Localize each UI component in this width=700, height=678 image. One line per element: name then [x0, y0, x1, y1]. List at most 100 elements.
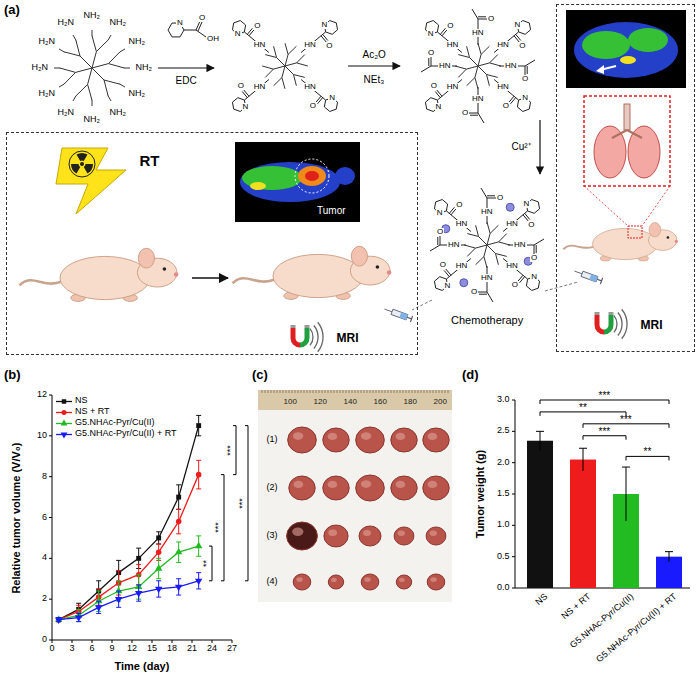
significance-bracket — [233, 425, 236, 426]
bond-line — [503, 258, 523, 275]
significance-stars: *** — [225, 445, 234, 456]
ruler-tick — [412, 390, 413, 393]
bond-line — [525, 66, 526, 75]
data-marker — [195, 579, 202, 585]
tumor-sample — [328, 575, 343, 589]
dendrimer-branch — [285, 54, 288, 66]
mouse-ear — [138, 248, 154, 268]
bond-line — [511, 98, 516, 104]
dendrimer-branch — [92, 36, 96, 52]
ruler-tick — [430, 390, 431, 393]
ruler-tick — [277, 390, 278, 393]
mri-signal — [335, 167, 355, 185]
bond-line — [478, 292, 487, 293]
tumor-highlight — [328, 481, 338, 488]
legend-marker — [61, 432, 68, 438]
ruler-number: 100 — [284, 398, 297, 407]
tumor-highlight — [296, 577, 302, 582]
error-bar — [96, 613, 101, 614]
ruler-tick — [421, 390, 422, 393]
dendrimer-branch — [458, 55, 469, 58]
atom-label: O — [455, 201, 463, 209]
data-marker — [176, 495, 181, 500]
tumor-sample — [356, 427, 385, 453]
ruler-tick — [322, 390, 323, 393]
ruler-tick — [340, 390, 341, 393]
bond-line — [481, 188, 487, 198]
ruler-tick — [400, 390, 401, 393]
dendrimer-branch — [108, 64, 124, 68]
bond-line — [184, 30, 196, 31]
axis-tick — [49, 558, 52, 559]
legend-text: G5.NHAc-Pyr/Cu(II) + RT — [75, 429, 177, 439]
mri-signal — [298, 166, 326, 186]
tick-label: 8 — [42, 472, 47, 482]
illustration-part — [233, 278, 275, 283]
bond-line — [523, 275, 528, 279]
ruler-tick — [298, 390, 299, 393]
mri-signal — [628, 28, 668, 52]
bond-line — [442, 36, 462, 53]
significance-bracket — [540, 400, 541, 404]
atom-label: O — [430, 82, 438, 90]
illustration-part — [391, 309, 408, 320]
ruler-tick — [274, 390, 275, 393]
dendrimer-branch — [80, 56, 92, 68]
error-bar — [665, 551, 673, 552]
bond-line — [525, 213, 530, 219]
dendrimer-branch — [297, 55, 305, 63]
dendrimer-branch — [73, 35, 76, 40]
line-chart — [49, 395, 248, 643]
atom-label: OH — [206, 35, 220, 43]
bond-line — [301, 36, 321, 53]
dendrimer-branch — [88, 68, 92, 84]
bond-line — [445, 268, 451, 275]
illustration-part — [376, 265, 380, 269]
dendrimer-branch — [108, 35, 111, 40]
amine-label: NH₂ — [129, 37, 146, 47]
error-bar — [136, 601, 141, 602]
error-bar — [669, 552, 670, 562]
data-marker — [156, 535, 161, 540]
axis-tick — [112, 640, 113, 643]
bond-line — [479, 294, 487, 295]
tick-label: 3.0 — [497, 395, 510, 405]
tick-label: 12 — [127, 644, 137, 654]
bond-line — [534, 239, 544, 245]
legend-marker — [61, 419, 68, 425]
atom-label: N — [242, 103, 250, 111]
atom-label: N — [521, 94, 529, 102]
legend-sample — [56, 408, 72, 417]
tumor-sample — [323, 476, 349, 500]
dendrimer-branch — [478, 54, 481, 66]
mri-signal — [240, 162, 340, 202]
bond-line — [242, 91, 247, 97]
radiotherapy-scene — [19, 142, 412, 352]
dendrimer-branch — [277, 58, 285, 66]
error-bar — [196, 435, 201, 436]
ruler-tick — [385, 390, 386, 393]
error-bar — [156, 558, 161, 559]
dendrimer-branch — [478, 66, 486, 74]
significance-bracket — [669, 424, 670, 428]
mouse-body — [60, 256, 150, 299]
signal-wave — [618, 312, 622, 335]
bond-line — [469, 113, 478, 114]
treatment-label: RT — [140, 153, 160, 170]
atom-label: HN — [455, 262, 469, 270]
reagent-label: Cu²⁺ — [512, 141, 531, 152]
syringe-icon — [383, 306, 412, 322]
atom-label: O — [325, 42, 333, 50]
ruler-tick — [358, 390, 359, 393]
ruler-tick — [448, 390, 449, 393]
lung-lobe — [594, 126, 626, 178]
atom-label: O — [309, 102, 317, 110]
signal-wave — [614, 316, 617, 333]
copper-ion-dot — [506, 203, 514, 211]
dendrimer-branch — [490, 55, 498, 63]
ruler-tick — [286, 390, 287, 393]
error-bar — [176, 595, 181, 596]
bond-line — [478, 113, 484, 123]
ruler-tick — [370, 390, 371, 393]
tumor-sample — [323, 428, 349, 452]
